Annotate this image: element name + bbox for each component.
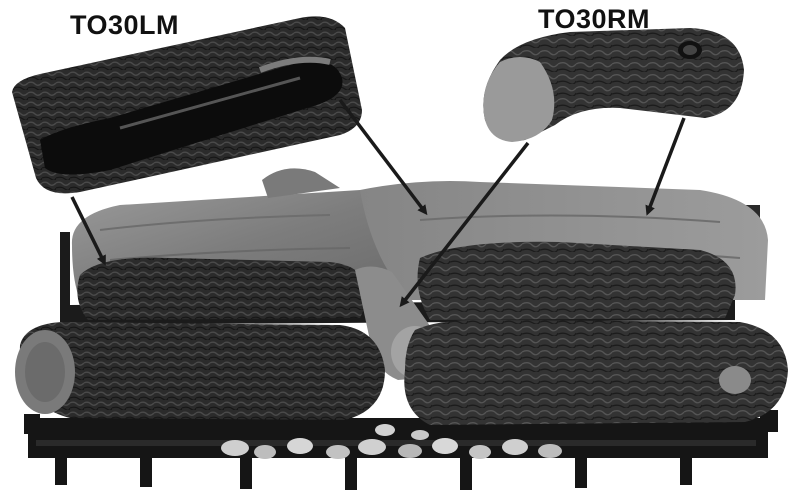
to30lm-label: TO30LM xyxy=(70,10,179,41)
middle-log-right xyxy=(418,242,736,320)
front-log-left xyxy=(15,322,385,420)
middle-log-left xyxy=(77,258,368,320)
to30rm-branch-part xyxy=(483,28,744,142)
front-log-right xyxy=(404,320,788,425)
to30rm-label: TO30RM xyxy=(538,4,650,35)
to30lm-log-part xyxy=(12,16,362,193)
